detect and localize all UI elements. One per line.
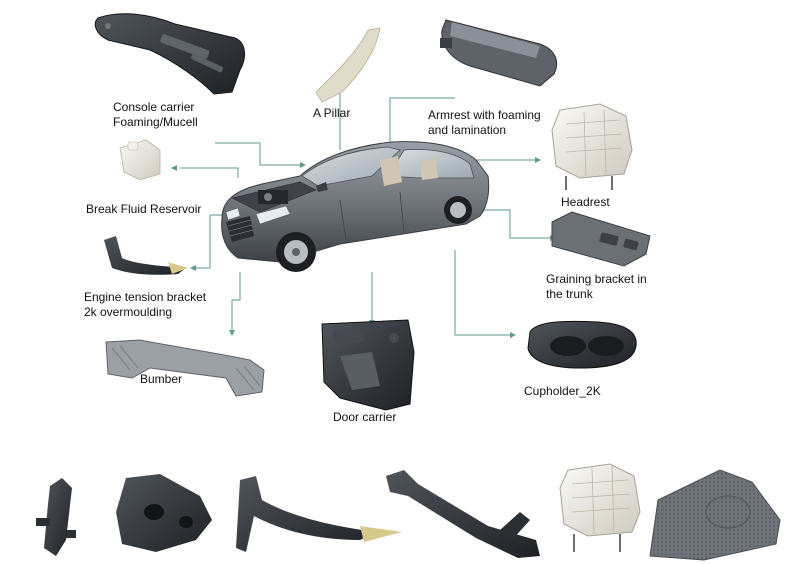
bottom-part-2: [116, 474, 212, 552]
leader-console: [215, 142, 300, 166]
label-bumper: Bumber: [140, 372, 183, 386]
cupholder-part: [527, 320, 637, 369]
leader-brake: [180, 167, 239, 178]
label-armrest: Armrest with foaming and lamination: [428, 108, 541, 137]
bumper-part: [105, 339, 265, 397]
armrest-part: [440, 19, 558, 87]
door-carrier-part: [321, 319, 415, 411]
bottom-part-4: [386, 470, 540, 558]
label-brake-fluid-reservoir: Break Fluid Reservoir: [86, 202, 202, 216]
bottom-part-6: [649, 469, 781, 561]
leader-lines: [180, 92, 550, 336]
bottom-part-1: [36, 478, 76, 556]
engine-tension-bracket-part: [104, 236, 188, 275]
leader-bumper: [231, 272, 241, 330]
bottom-part-5: [559, 463, 641, 552]
a-pillar-part: [315, 27, 381, 103]
leader-armrest: [389, 97, 455, 152]
leader-graining: [470, 209, 550, 239]
label-engine-tension-bracket: Engine tension bracket 2k overmoulding: [84, 290, 207, 319]
label-headrest: Headrest: [561, 195, 610, 209]
brake-reservoir-part: [119, 139, 161, 181]
label-cupholder: Cupholder_2K: [524, 384, 601, 398]
bottom-part-3: [236, 476, 402, 552]
console-carrier-part: [94, 13, 246, 95]
graining-bracket-part: [551, 211, 651, 267]
label-door-carrier: Door carrier: [333, 410, 397, 424]
bottom-parts-strip: [36, 463, 781, 561]
leader-cupholder: [454, 250, 510, 336]
label-a-pillar: A Pillar: [313, 106, 351, 120]
headrest-part: [551, 103, 633, 190]
car-illustration: [221, 141, 490, 272]
leader-engine: [196, 214, 225, 269]
label-console-carrier: Console carrier Foaming/Mucell: [113, 100, 198, 129]
label-graining-bracket: Graining bracket in the trunk: [546, 272, 647, 301]
